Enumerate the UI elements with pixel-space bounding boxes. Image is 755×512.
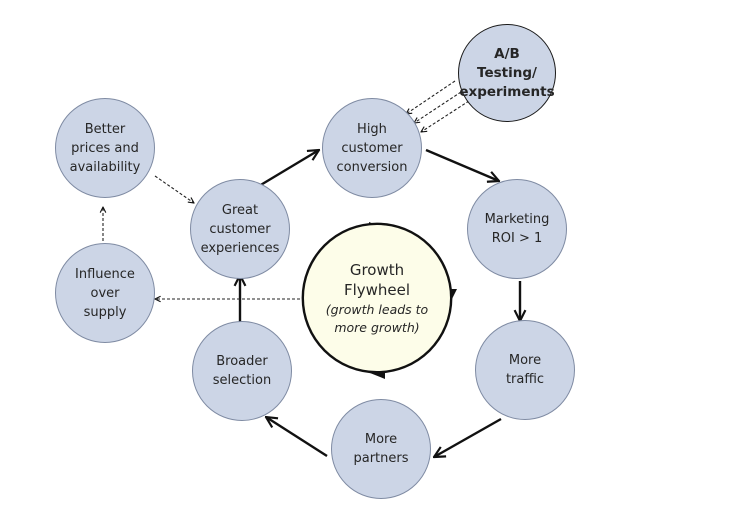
node-ab-testing: A/B Testing/ experiments	[458, 24, 556, 122]
node-broader-selection: Broader selection	[192, 321, 292, 421]
node-label: Broader selection	[212, 354, 272, 388]
hub-subtitle: (growth leads to more growth)	[325, 301, 429, 335]
node-label: Influence over supply	[75, 266, 135, 320]
node-label: A/B Testing/ experiments	[459, 45, 555, 100]
dashed-arrow-ab-testing-2	[414, 91, 462, 123]
node-label: Marketing ROI > 1	[484, 212, 550, 246]
node-high-customer-conversion: High customer conversion	[322, 98, 422, 198]
node-more-partners: More partners	[331, 399, 431, 499]
dashed-arrow-ab-testing-3	[421, 100, 470, 132]
node-more-traffic: More traffic	[475, 320, 575, 420]
node-label: High customer conversion	[336, 121, 408, 175]
node-label: More partners	[353, 432, 409, 466]
node-better-prices: Better prices and availability	[55, 98, 155, 198]
hub-title: Growth Flywheel	[343, 260, 411, 299]
arrow-more-partners-to-broader-selection	[266, 417, 328, 458]
arrow-high-conversion-to-marketing-roi	[425, 148, 499, 181]
growth-flywheel-hub: Growth Flywheel (growth leads to more gr…	[304, 225, 450, 371]
dashed-arrow-better-prices-to-great-experiences	[154, 175, 194, 203]
node-label: More traffic	[505, 353, 545, 387]
node-great-customer-experiences: Great customer experiences	[190, 179, 290, 279]
arrow-great-experiences-to-high-conversion	[258, 150, 319, 188]
node-label: Better prices and availability	[69, 121, 141, 175]
node-label: Great customer experiences	[200, 202, 280, 256]
node-marketing-roi: Marketing ROI > 1	[467, 179, 567, 279]
dashed-arrow-ab-testing-1	[406, 80, 456, 114]
arrow-more-traffic-to-more-partners	[434, 417, 502, 457]
node-influence-over-supply: Influence over supply	[55, 243, 155, 343]
